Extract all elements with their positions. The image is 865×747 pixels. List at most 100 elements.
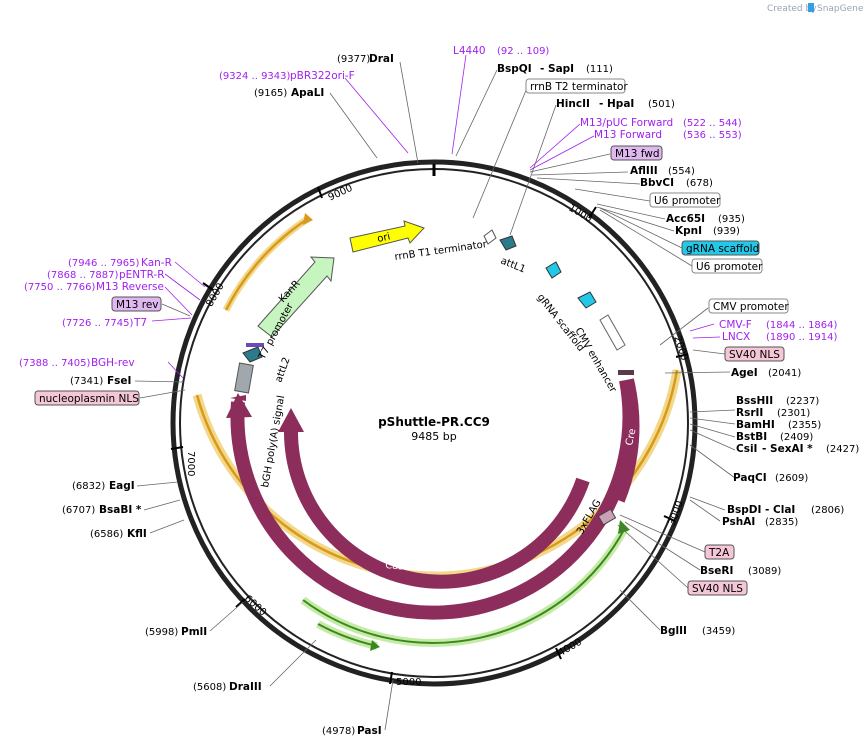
feature-name: nucleoplasmin NLS xyxy=(39,393,139,405)
feature-name: CMV promoter xyxy=(713,301,789,313)
cmv-enhancer-arrow xyxy=(599,314,626,351)
ruler-tick xyxy=(170,446,184,450)
site-pos: (2301) xyxy=(777,408,810,419)
site-pos: (5608) xyxy=(193,682,226,693)
ruler-label: 2000 xyxy=(671,335,689,363)
site-pos: (2609) xyxy=(775,473,808,484)
cas9-outer-arrowhead xyxy=(226,393,252,418)
primer-pos: (92 .. 109) xyxy=(497,46,549,57)
site-name: PmlI xyxy=(181,626,207,638)
cas9-label-inner: Cas9 xyxy=(385,560,411,573)
site-name: AgeI xyxy=(731,367,758,379)
site-pos: (9165) xyxy=(254,88,287,99)
primer-name: M13 Forward xyxy=(594,129,662,141)
primer-pos: (7868 .. 7887) xyxy=(47,270,119,281)
ruler-tick xyxy=(235,598,246,608)
feature-name: SV40 NLS xyxy=(729,349,780,361)
site-pos: (2806) xyxy=(811,505,844,516)
flag-box xyxy=(597,508,617,526)
site-pos: (9377) xyxy=(337,54,370,65)
nls-right-mark xyxy=(618,370,634,375)
attL2-label: attL2 xyxy=(273,356,292,384)
primer-name: pENTR-R xyxy=(119,269,165,281)
site-pos: (6707) xyxy=(62,505,95,516)
site-pos: (2237) xyxy=(786,396,819,407)
primer-name: M13/pUC Forward xyxy=(580,117,673,129)
site-name: EagI xyxy=(109,480,135,492)
primer-name: CMV-F xyxy=(719,319,752,331)
feature-box xyxy=(525,78,626,94)
feature-box-pink xyxy=(34,390,140,406)
site-pos: (939) xyxy=(713,226,740,237)
primer-name: M13 Reverse xyxy=(96,281,164,293)
site-alt-name: - HpaI xyxy=(599,98,634,110)
rrnb-t1-arrow xyxy=(483,229,497,245)
nls-mark xyxy=(230,395,246,401)
site-pos: (935) xyxy=(718,214,745,225)
primer-pos: (536 .. 553) xyxy=(683,130,742,141)
primer-name: BGH-rev xyxy=(91,357,135,369)
primer-pos: (1844 .. 1864) xyxy=(766,320,838,331)
site-pos: (2409) xyxy=(780,432,813,443)
site-pos: (2427) xyxy=(826,444,859,455)
primer-pos: (7750 .. 7766) xyxy=(24,282,96,293)
site-name: KpnI xyxy=(675,225,702,237)
site-alt-name: - ClaI xyxy=(765,504,795,516)
green-arrowhead-1 xyxy=(618,520,630,534)
site-pos: (5998) xyxy=(145,627,178,638)
t7-mark xyxy=(246,343,264,347)
cas9-inner-arc xyxy=(283,429,590,589)
site-alt-name: - SexAI * xyxy=(762,443,813,455)
primer-name: LNCX xyxy=(722,331,750,343)
site-pos: (2355) xyxy=(788,420,821,431)
primer-name: L4440 xyxy=(453,45,486,57)
cre-arc xyxy=(611,378,640,503)
ruler-tick xyxy=(555,647,562,660)
green-arrowhead-2 xyxy=(370,640,380,651)
site-name: BseRI xyxy=(700,565,733,577)
site-name: BamHI xyxy=(736,419,775,431)
feature-box-pink xyxy=(724,346,785,362)
site-pos: (2835) xyxy=(765,517,798,528)
small-orange-arc xyxy=(224,216,310,311)
site-name: Acc65I xyxy=(666,213,705,225)
plasmid-name: pShuttle-PR.CC9 xyxy=(378,415,490,429)
feature-name: M13 fwd xyxy=(615,148,660,160)
ruler-label: 3000 xyxy=(667,499,686,527)
rrnb-t1-label: rrnB T1 terminator xyxy=(394,239,489,263)
site-pos: (111) xyxy=(586,64,613,75)
feature-box-purple xyxy=(610,145,663,161)
site-pos: (6586) xyxy=(90,529,123,540)
snapgene-logo-icon xyxy=(808,3,814,12)
ruler-tick xyxy=(389,671,393,685)
ruler-label: 5000 xyxy=(396,677,421,688)
site-name: DraI xyxy=(369,53,394,65)
green-arc-1 xyxy=(302,527,626,644)
primer-pos: (1890 .. 1914) xyxy=(766,332,838,343)
site-name: BbvCI xyxy=(640,177,674,189)
snapgene-credit: Created by SnapGene xyxy=(767,3,864,14)
site-name: FseI xyxy=(107,375,131,387)
grna-scaffold-arrow-1 xyxy=(545,261,562,279)
kanr-arrow xyxy=(257,256,335,338)
site-name: BstBI xyxy=(736,431,767,443)
site-name: DraIII xyxy=(229,681,262,693)
bgh-label: bGH poly(A) signal xyxy=(260,395,287,489)
ruler-label: 4000 xyxy=(556,637,584,659)
site-pos: (3089) xyxy=(748,566,781,577)
feature-name: U6 promoter xyxy=(696,261,763,273)
site-name: RsrII xyxy=(736,407,763,419)
primer-name: T7 xyxy=(133,317,147,329)
site-name: AflIII xyxy=(630,165,658,177)
feature-box xyxy=(691,258,763,274)
site-name: PaqCI xyxy=(733,472,767,484)
site-alt-name: - SapI xyxy=(540,63,574,75)
feature-name: gRNA scaffold xyxy=(686,243,759,255)
site-pos: (4978) xyxy=(322,726,355,737)
leader-lines xyxy=(134,54,736,731)
ruler-tick xyxy=(202,282,214,291)
primer-name: Kan-R xyxy=(141,257,172,269)
feature-box-cyan xyxy=(681,240,760,256)
feature-box-pink xyxy=(687,580,748,596)
